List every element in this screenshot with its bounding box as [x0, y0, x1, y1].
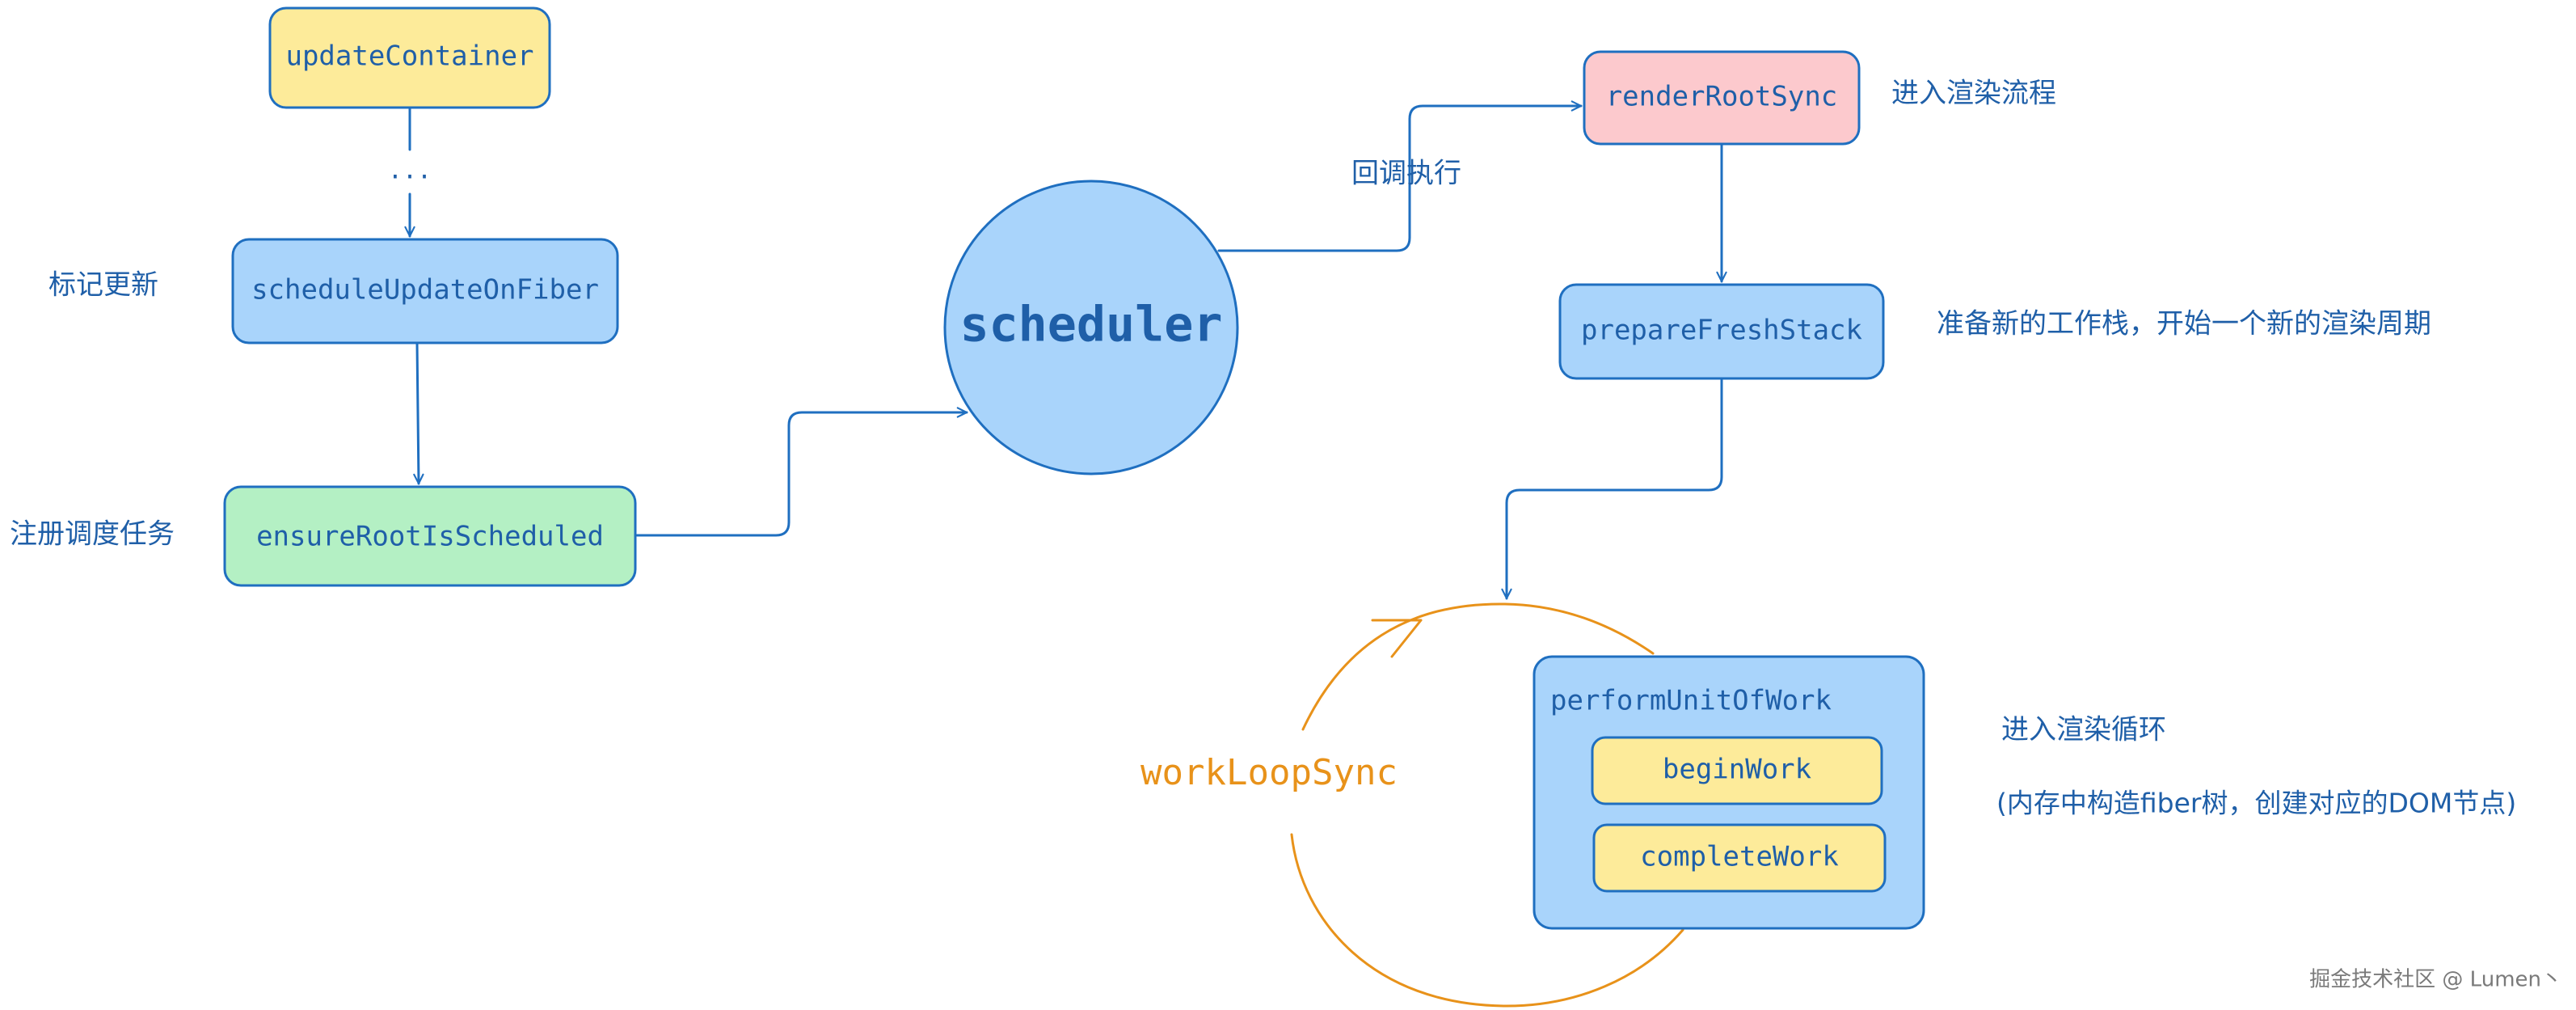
node-prepare-fresh-stack: prepareFreshStack [1558, 283, 1885, 380]
label-enter-render-loop: 进入渲染循环 [2001, 714, 2166, 746]
node-render-root-sync: renderRootSync [1583, 50, 1861, 146]
watermark: 掘金技术社区 @ Lumen丶 [2309, 968, 2562, 992]
node-complete-work-label: completeWork [1640, 841, 1839, 873]
loop-arrowhead [1371, 619, 1423, 658]
node-update-container-label: updateContainer [285, 40, 533, 73]
node-scheduler-label: scheduler [959, 297, 1222, 353]
arrow-schedule-to-ensure [413, 341, 424, 485]
node-prepare-fresh-stack-label: prepareFreshStack [1581, 315, 1862, 347]
label-mark-update: 标记更新 [48, 269, 158, 302]
label-register-task: 注册调度任务 [10, 518, 175, 551]
ellipsis-label: ... [388, 157, 432, 185]
node-ensure-root-is-scheduled-label: ensureRootIsScheduled [256, 521, 604, 553]
label-render-loop-detail: (内存中构造fiber树，创建对应的DOM节点) [1996, 788, 2516, 819]
node-schedule-update-on-fiber: scheduleUpdateOnFiber [231, 238, 619, 344]
node-schedule-update-on-fiber-label: scheduleUpdateOnFiber [251, 274, 599, 306]
node-begin-work: beginWork [1591, 736, 1883, 805]
loop-arc-top [1301, 602, 1655, 731]
node-scheduler: scheduler [943, 180, 1239, 475]
arrow-scheduler-to-render [1217, 100, 1583, 252]
node-complete-work: completeWork [1592, 823, 1887, 893]
node-perform-unit-of-work-label: performUnitOfWork [1550, 685, 1832, 717]
node-ensure-root-is-scheduled: ensureRootIsScheduled [223, 485, 637, 587]
work-loop-sync-label: workLoopSync [1140, 752, 1398, 793]
loop-arc-bottom [1290, 833, 1684, 1008]
arrow-prepare-to-loop [1501, 378, 1723, 600]
node-begin-work-label: beginWork [1663, 754, 1811, 786]
arrow-ensure-to-scheduler [635, 407, 968, 537]
label-prepare-stack: 准备新的工作栈，开始一个新的渲染周期 [1937, 308, 2431, 340]
node-render-root-sync-label: renderRootSync [1606, 81, 1838, 113]
label-callback-exec: 回调执行 [1351, 158, 1461, 190]
label-enter-render-flow: 进入渲染流程 [1891, 78, 2056, 110]
node-update-container: updateContainer [268, 6, 551, 109]
